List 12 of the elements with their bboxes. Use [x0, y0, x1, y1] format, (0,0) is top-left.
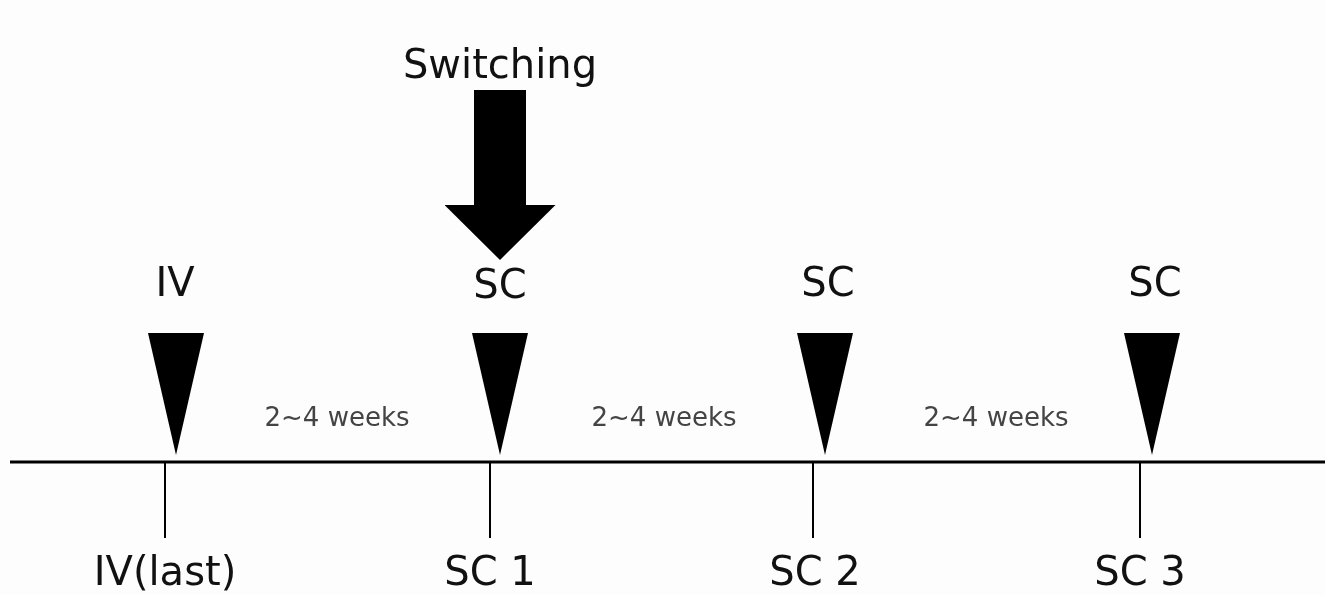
interval-label: 2~4 weeks	[264, 404, 410, 430]
route-label: SC	[473, 264, 527, 304]
interval-label: 2~4 weeks	[591, 404, 737, 430]
route-label: IV	[155, 262, 195, 302]
timepoint-label: SC 2	[769, 551, 861, 591]
arrow	[444, 90, 556, 260]
route-label: SC	[1128, 262, 1182, 302]
route-label: SC	[801, 262, 855, 302]
timepoint-label: SC 1	[444, 551, 536, 591]
timepoint-label: IV(last)	[93, 551, 237, 591]
interval-label: 2~4 weeks	[923, 404, 1069, 430]
timepoint-label: SC 3	[1094, 551, 1186, 591]
